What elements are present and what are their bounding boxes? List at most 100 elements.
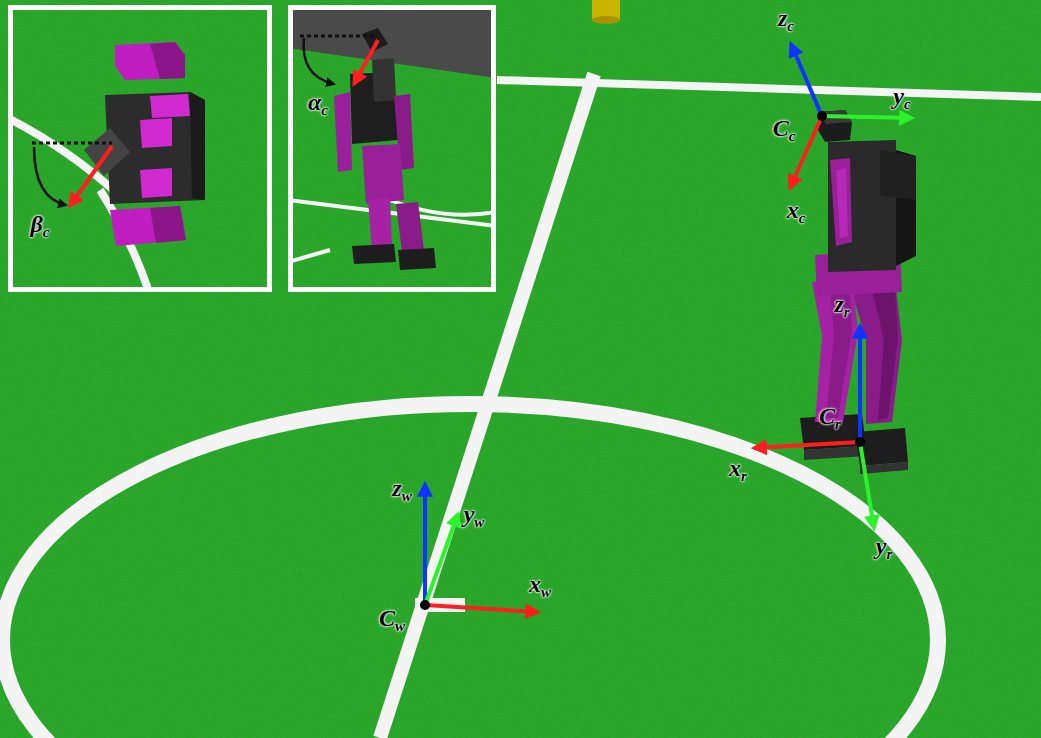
pitch-inset-part: [288, 5, 496, 292]
robot-part: [880, 150, 916, 200]
axis-subscript: w: [402, 488, 412, 504]
axis-symbol: C: [819, 403, 835, 429]
robot-part: [850, 280, 902, 424]
axis-symbol: y: [876, 533, 887, 559]
axis-label: Cw: [379, 606, 405, 634]
axis-subscript: w: [474, 514, 484, 530]
axis-subscript: c: [789, 128, 796, 144]
axis-subscript: w: [395, 618, 405, 634]
yaw-inset-part-part: [140, 118, 172, 148]
axis-subscript: w: [541, 584, 551, 600]
pitch-inset-part-part: [288, 5, 496, 292]
axis-label: xc: [787, 198, 806, 226]
pitch-inset-part-part: [288, 250, 330, 262]
axis-symbol: β: [31, 211, 43, 237]
yaw-inset-part-part: [8, 5, 272, 292]
yaw-inset-part: [11, 8, 270, 290]
pitch-inset-part-part: [352, 244, 396, 264]
yaw-inset-part-part: [150, 42, 185, 79]
camera-frame-part: [791, 44, 822, 116]
pitch-inset-part-part: [288, 5, 496, 292]
robot-frame: [754, 326, 874, 528]
yaw-inset-part-part: [34, 147, 66, 205]
axis-subscript: r: [886, 546, 892, 562]
axis-label: zc: [778, 6, 794, 34]
pitch-inset-part-part: [396, 202, 424, 252]
axis-label: zr: [834, 292, 849, 320]
goal-post-part: [592, 16, 620, 24]
axis-subscript: c: [904, 96, 911, 112]
robot-frame-part: [855, 437, 865, 447]
pitch-inset-part-part: [398, 248, 436, 270]
axis-subscript: c: [321, 102, 328, 118]
world-frame-part: [423, 484, 427, 605]
axis-label: yr: [876, 534, 893, 562]
axis-symbol: x: [787, 197, 799, 223]
axis-subscript: c: [787, 18, 794, 34]
robot-frame-part: [754, 442, 860, 448]
robot-part: [860, 462, 908, 474]
axis-subscript: r: [835, 416, 841, 432]
robot-frame-part: [858, 326, 862, 442]
axis-symbol: α: [308, 89, 321, 115]
yaw-inset-part-part: [70, 146, 112, 206]
pitch-inset-part-part: [368, 198, 392, 250]
yaw-inset-part: [8, 5, 272, 292]
field-part: [2, 404, 938, 738]
pitch-inset-part-part: [300, 35, 376, 38]
yaw-inset-part-part: [8, 5, 272, 292]
yaw-inset-part-part: [190, 92, 205, 200]
axis-symbol: C: [379, 605, 395, 631]
axis-subscript: r: [741, 468, 747, 484]
axis-label: yc: [893, 84, 910, 112]
robot-part: [836, 168, 848, 238]
camera-frame-part: [817, 111, 827, 121]
axis-subscript: c: [799, 210, 806, 226]
robot-part: [830, 158, 852, 246]
axis-label: zw: [392, 476, 411, 504]
world-frame-part: [425, 514, 458, 605]
axis-label: yw: [464, 502, 485, 530]
axis-symbol: z: [834, 291, 843, 317]
pitch-inset-part: [291, 8, 494, 290]
axis-label: Cr: [819, 404, 841, 432]
robot-part: [872, 288, 898, 420]
field-part: [497, 80, 1041, 97]
world-frame-part: [420, 600, 430, 610]
pitch-inset-part-part: [354, 40, 378, 84]
axis-symbol: z: [392, 475, 401, 501]
camera-frame-part: [822, 116, 912, 118]
axis-label: xr: [729, 456, 747, 484]
axis-symbol: z: [778, 5, 787, 31]
axis-symbol: C: [773, 115, 789, 141]
camera-frame-part: [790, 116, 822, 188]
camera-frame: [790, 44, 912, 188]
robot: [800, 110, 916, 474]
pitch-inset-part-part: [372, 58, 396, 102]
axis-symbol: y: [893, 83, 904, 109]
axis-symbol: y: [464, 501, 475, 527]
yaw-inset-part-part: [110, 206, 186, 246]
robot-part: [826, 286, 852, 418]
pitch-inset-part-part: [334, 92, 352, 172]
pitch-inset-part-part: [304, 38, 334, 84]
world-frame-part: [425, 605, 538, 612]
axis-subscript: r: [844, 304, 850, 320]
axis-subscript: c: [43, 224, 50, 240]
goal-post: [592, 0, 620, 24]
pitch-inset: [288, 5, 496, 292]
axis-label: βc: [31, 212, 50, 240]
axis-label: Cc: [773, 116, 796, 144]
robot-frame-part: [860, 442, 874, 528]
yaw-inset-part-part: [32, 142, 112, 145]
pitch-inset-part-part: [362, 144, 404, 204]
axis-symbol: x: [729, 455, 741, 481]
yaw-inset-part-part: [115, 42, 185, 80]
axis-label: αc: [308, 90, 328, 118]
axis-label: xw: [529, 572, 551, 600]
